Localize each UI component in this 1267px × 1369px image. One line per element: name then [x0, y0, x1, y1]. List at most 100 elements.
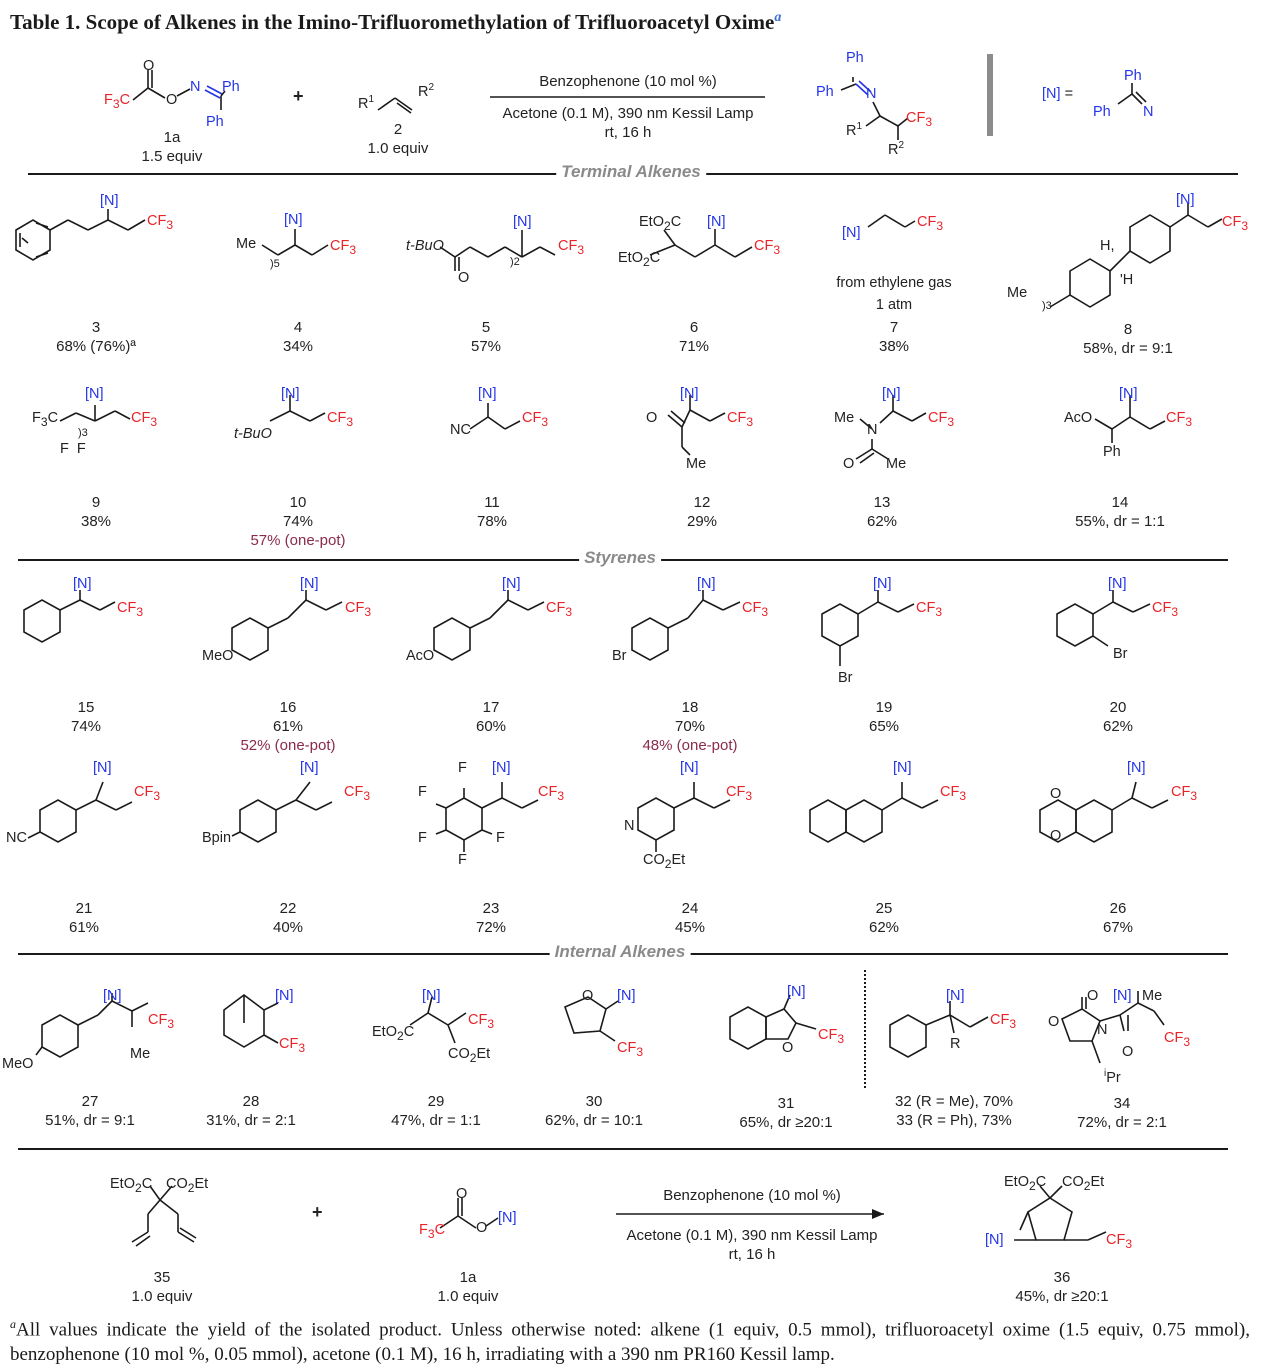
n-group-label: [N]: [946, 988, 965, 1004]
n-group-label: [N]: [893, 760, 912, 776]
h-label: H,: [1100, 238, 1115, 254]
amide-n: N: [867, 422, 878, 438]
aco-label: AcO: [1064, 410, 1093, 426]
co2et-label: CO2Et: [643, 852, 686, 871]
diene-conditions-top: Benzophenone (10 mol %): [663, 1187, 841, 1204]
n-group-label: [N]: [1119, 386, 1138, 402]
ph-label: Ph: [222, 79, 240, 95]
n-group-label: [N]: [882, 386, 901, 402]
r2-label: R2: [888, 140, 905, 158]
cf3-label: CF3: [134, 784, 161, 803]
general-scheme-structures: [132, 70, 1147, 140]
internal-section-label: Internal Alkenes: [549, 942, 691, 962]
footnote-mark: a: [10, 1317, 16, 1331]
subscript-2: )2: [510, 256, 520, 268]
cf3-label: CF3: [916, 600, 943, 619]
br-label: Br: [1113, 646, 1128, 662]
n-group-label: [N]: [787, 984, 806, 1000]
scheme-divider: [987, 54, 993, 136]
co2et-label: CO2Et: [166, 1176, 209, 1195]
cf3-label: CF3: [754, 238, 781, 257]
cf3-label: CF3: [818, 1027, 845, 1046]
oxime-n: N: [190, 79, 201, 95]
n-group-label: [N]: [697, 576, 716, 592]
r-label: R: [950, 1036, 961, 1052]
n-group-label: [N]: [680, 386, 699, 402]
cf3-label: CF3: [940, 784, 967, 803]
internal-divider: [864, 970, 866, 1088]
n-group-label: [N]: [93, 760, 112, 776]
dioxane-o: O: [1050, 828, 1062, 844]
cf3-label: CF3: [1171, 784, 1198, 803]
footnote-text: All values indicate the yield of the iso…: [10, 1319, 1250, 1366]
aco-label: AcO: [406, 648, 435, 664]
cf3-label: CF3: [906, 110, 933, 129]
carbonyl-o: O: [1087, 988, 1099, 1004]
ph-label: Ph: [816, 84, 834, 100]
cf3-label: CF3: [330, 238, 357, 257]
table-footnote: aAll values indicate the yield of the is…: [10, 1312, 1250, 1367]
cf3-label: CF3: [917, 214, 944, 233]
n-group-label: [N]: [100, 193, 119, 209]
pyridine-n: N: [624, 818, 635, 834]
imine-n: N: [866, 86, 877, 102]
meo-label: MeO: [202, 648, 234, 664]
f-label: F F: [60, 441, 86, 457]
amide-o: O: [1122, 1044, 1134, 1060]
table-title: Table 1. Scope of Alkenes in the Imino-T…: [10, 10, 781, 35]
n-group-label: [N]: [300, 760, 319, 776]
n-group-label: [N]: [492, 760, 511, 776]
n-group-label: [N]: [300, 576, 319, 592]
f3c-label: F3C: [32, 410, 59, 429]
cf3-label: CF3: [558, 238, 585, 257]
ester-o: O: [476, 1220, 488, 1236]
f3c-label: F3C: [419, 1222, 446, 1241]
r1-label: R1: [358, 94, 375, 112]
n-group-label: [N]: [1127, 760, 1146, 776]
h-label: 'H: [1120, 272, 1134, 288]
eto2c-label: EtO2C: [618, 250, 661, 269]
f3c-label: F3C: [104, 92, 131, 111]
ketone-o: O: [646, 410, 658, 426]
n-group-label: [N]: [1113, 988, 1132, 1004]
carbonyl-o: O: [143, 58, 155, 74]
r1-label: R1: [846, 121, 863, 139]
internal-structures: [35, 991, 1165, 1064]
dioxane-o: O: [1050, 786, 1062, 802]
n-group-label: [N]: [985, 1232, 1004, 1248]
f-label: F: [496, 830, 505, 846]
cf3-label: CF3: [468, 1012, 495, 1031]
cf3-label: CF3: [1152, 600, 1179, 619]
n-group-label: [N]: [498, 1210, 517, 1226]
n-group-label: [N]: [284, 212, 303, 228]
f-label: F: [418, 830, 427, 846]
ph-label: Ph: [1124, 68, 1142, 84]
br-label: Br: [838, 670, 853, 686]
ipr-label: iPr: [1104, 1068, 1121, 1086]
subscript-5: )5: [270, 258, 280, 270]
n-group-label: [N]: [873, 576, 892, 592]
n-group-label: [N]: [707, 214, 726, 230]
n-group-label: [N]: [103, 988, 122, 1004]
me-label: Me: [834, 410, 855, 426]
plus-sign: +: [312, 1202, 323, 1222]
